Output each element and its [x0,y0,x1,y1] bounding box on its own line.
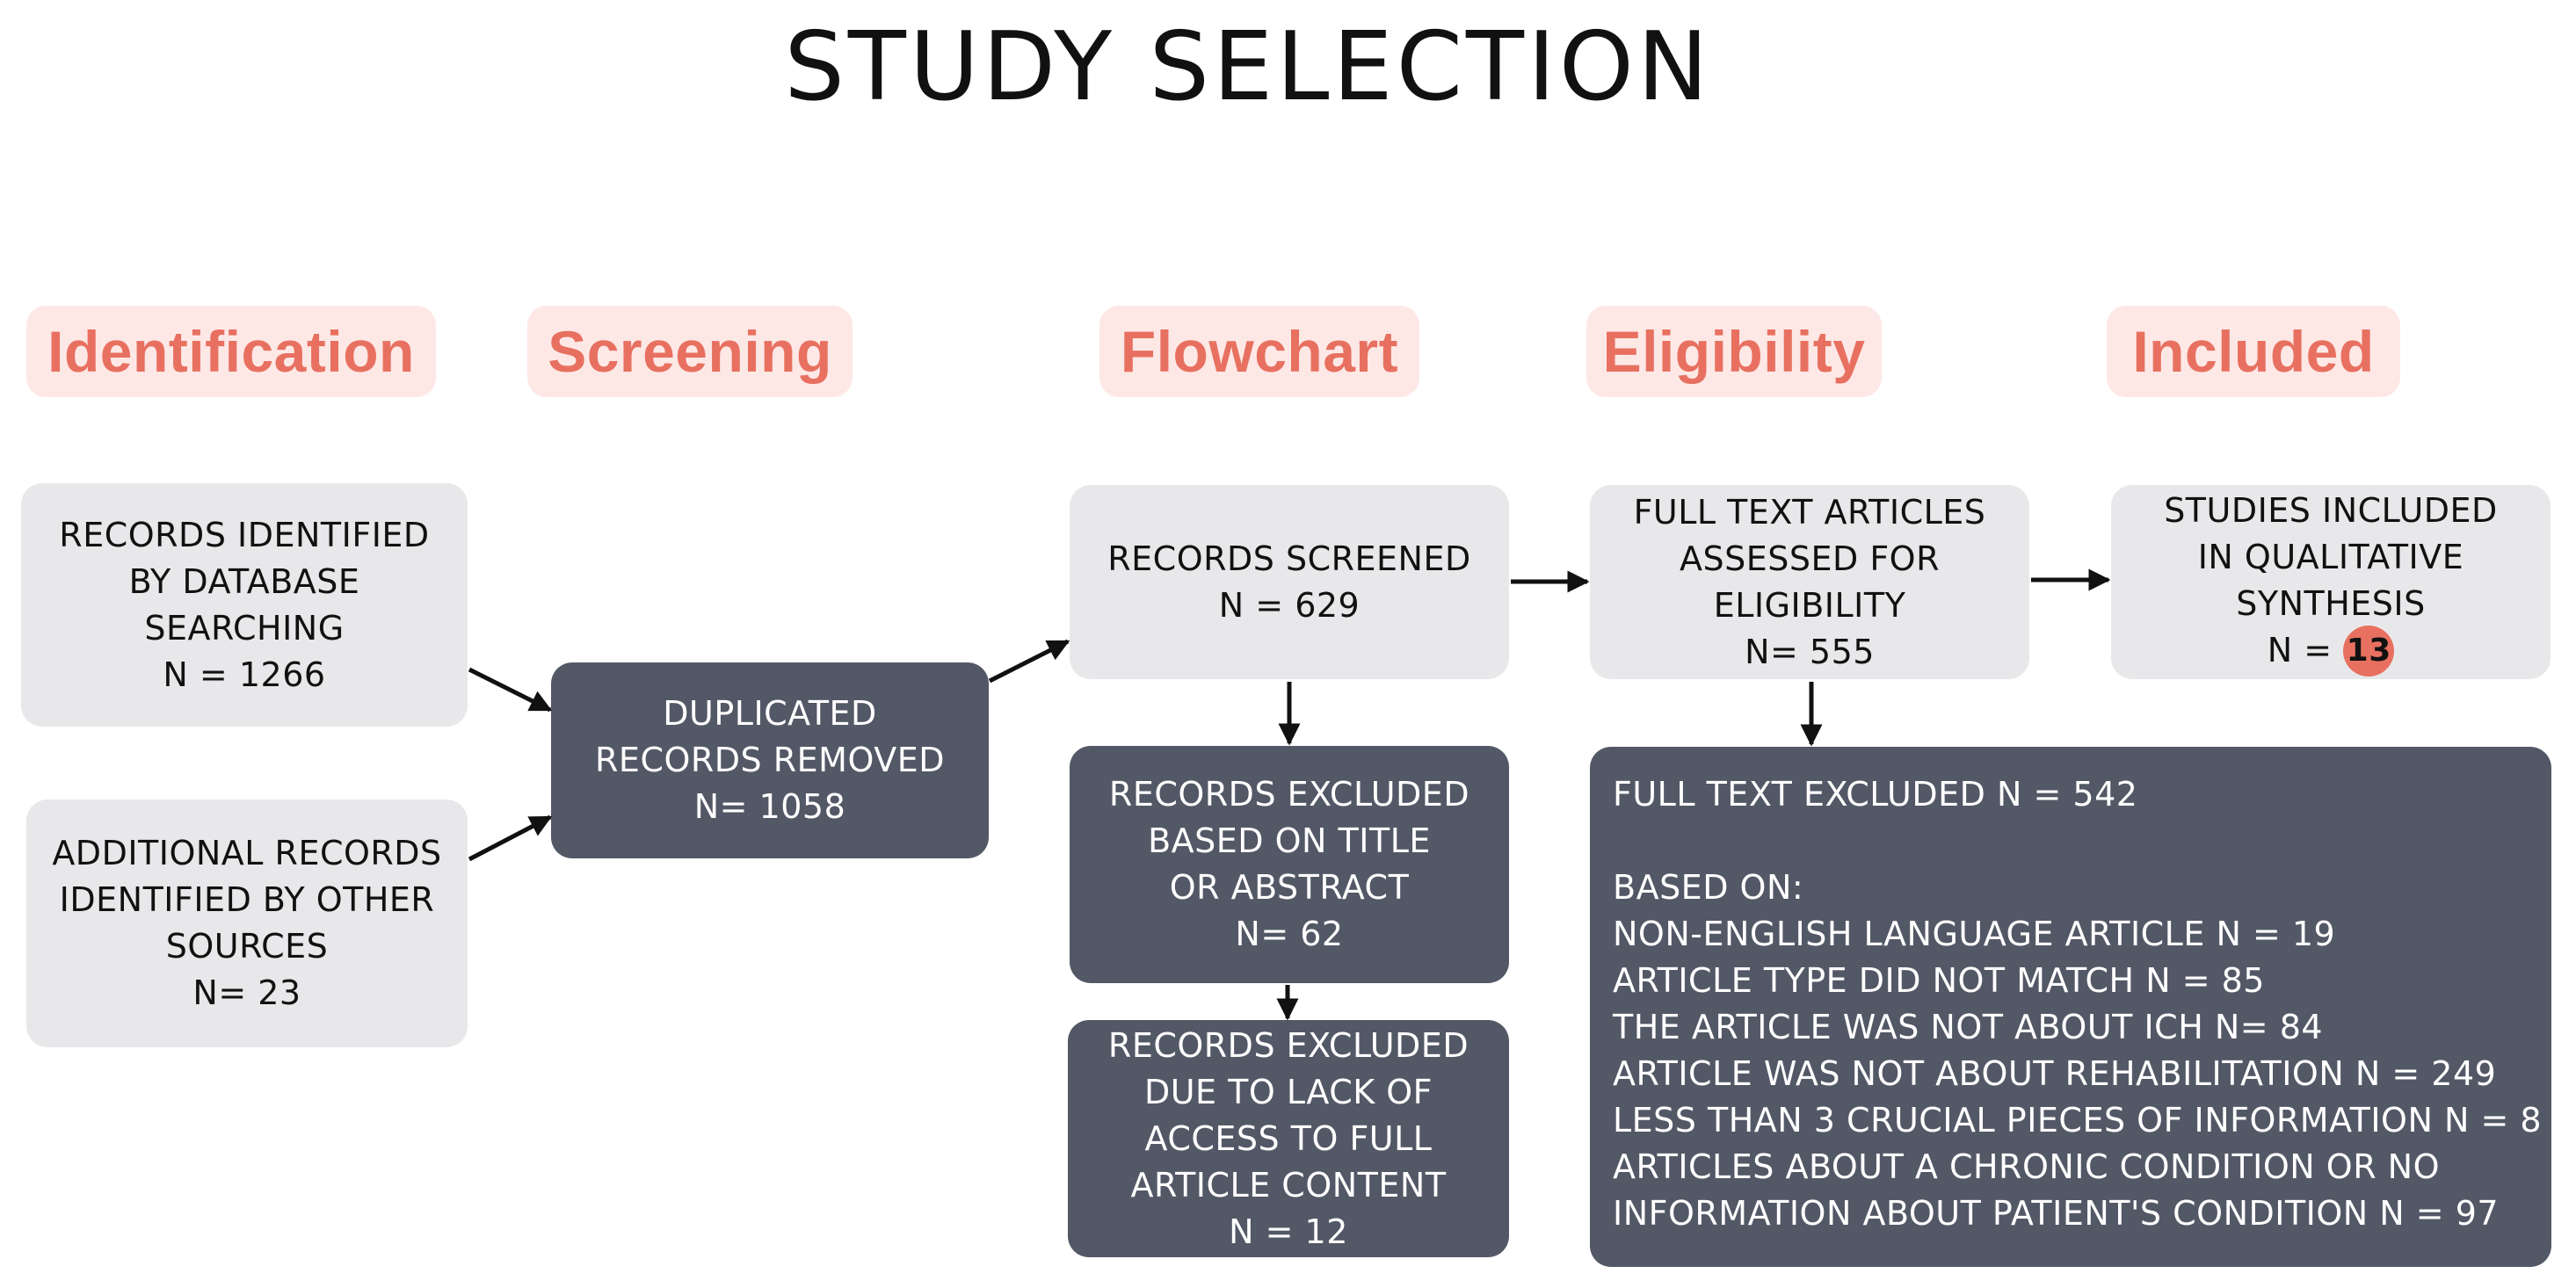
page-title: STUDY SELECTION [784,12,1712,122]
stage-eligibility: Eligibility [1586,306,1882,397]
full-text-excluded-panel: FULL TEXT EXCLUDED N = 542 BASED ON: NON… [1590,747,2551,1267]
box-line: N = 1266 [163,655,326,694]
included-count-badge: 13 [2343,625,2395,677]
box-line: DUE TO LACK OF [1143,1072,1433,1111]
box-line: N = 629 [1218,585,1361,625]
box-line: BASED ON TITLE [1148,821,1431,860]
box-line: STUDIES INCLUDED [2164,491,2498,531]
box-line: SEARCHING [144,608,345,648]
box-line: SOURCES [165,927,329,966]
records-excluded-access-box: RECORDS EXCLUDED DUE TO LACK OF ACCESS T… [1068,1020,1509,1257]
arrow-duplicates-to-screened [988,639,1070,684]
box-line: OR ABSTRACT [1169,868,1410,907]
box-line: N= 62 [1235,915,1344,953]
exclusion-reason: ARTICLES ABOUT A CHRONIC CONDITION OR NO [1613,1147,2441,1186]
records-identified-database-box: RECORDS IDENTIFIED BY DATABASE SEARCHING… [21,483,468,727]
box-line: IDENTIFIED BY OTHER [59,880,435,919]
arrow-db-to-duplicates [468,667,553,713]
records-excluded-title-box: RECORDS EXCLUDED BASED ON TITLE OR ABSTR… [1070,746,1509,983]
box-line: N = 12 [1229,1212,1348,1251]
based-on-label: BASED ON: [1613,868,1804,907]
exclusion-reason: LESS THAN 3 CRUCIAL PIECES OF INFORMATIO… [1613,1101,2543,1140]
additional-records-box: ADDITIONAL RECORDS IDENTIFIED BY OTHER S… [26,800,468,1047]
records-screened-box: RECORDS SCREENED N = 629 [1070,485,1509,679]
box-line: RECORDS IDENTIFIED [59,515,430,554]
exclusion-reason: ARTICLE TYPE DID NOT MATCH N = 85 [1613,961,2265,1000]
included-count-line: N = 13 [2267,625,2395,677]
arrow-other-to-duplicates [468,814,553,862]
box-line: ARTICLE CONTENT [1130,1165,1447,1205]
exclusion-reason: NON-ENGLISH LANGUAGE ARTICLE N = 19 [1613,915,2336,953]
box-line: ACCESS TO FULL [1144,1118,1433,1158]
box-line: N= 23 [192,973,301,1012]
duplicated-records-removed-box: DUPLICATED RECORDS REMOVED N= 1058 [551,662,989,858]
stage-identification: Identification [26,306,436,397]
full-text-assessed-box: FULL TEXT ARTICLES ASSESSED FOR ELIGIBIL… [1590,485,2029,679]
stage-screening: Screening [527,306,853,397]
exclusion-reason: ARTICLE WAS NOT ABOUT REHABILITATION N =… [1613,1054,2497,1093]
box-line: RECORDS EXCLUDED [1107,1025,1469,1065]
box-line: RECORDS EXCLUDED [1108,775,1470,814]
box-line: ELIGIBILITY [1713,585,1906,625]
stage-included: Included [2107,306,2400,397]
box-line: RECORDS REMOVED [595,741,945,779]
studies-included-box: STUDIES INCLUDED IN QUALITATIVE SYNTHESI… [2111,485,2551,679]
exclusion-reason: THE ARTICLE WAS NOT ABOUT ICH N= 84 [1613,1008,2324,1046]
box-line: FULL TEXT ARTICLES [1633,492,1986,532]
box-line: N= 1058 [693,787,846,826]
box-line: SYNTHESIS [2236,584,2426,624]
box-line: N= 555 [1745,632,1875,671]
exclusion-reason: INFORMATION ABOUT PATIENT'S CONDITION N … [1613,1194,2500,1233]
box-line: IN QUALITATIVE [2197,538,2464,577]
stage-flowchart: Flowchart [1099,306,1419,397]
box-line: ADDITIONAL RECORDS [52,834,442,872]
count-prefix: N = [2267,631,2344,670]
box-line: BY DATABASE [128,561,360,601]
box-line: DUPLICATED [663,694,877,733]
box-line: RECORDS SCREENED [1107,539,1471,578]
excluded-heading: FULL TEXT EXCLUDED N = 542 [1613,775,2138,814]
box-line: ASSESSED FOR [1679,539,1940,578]
